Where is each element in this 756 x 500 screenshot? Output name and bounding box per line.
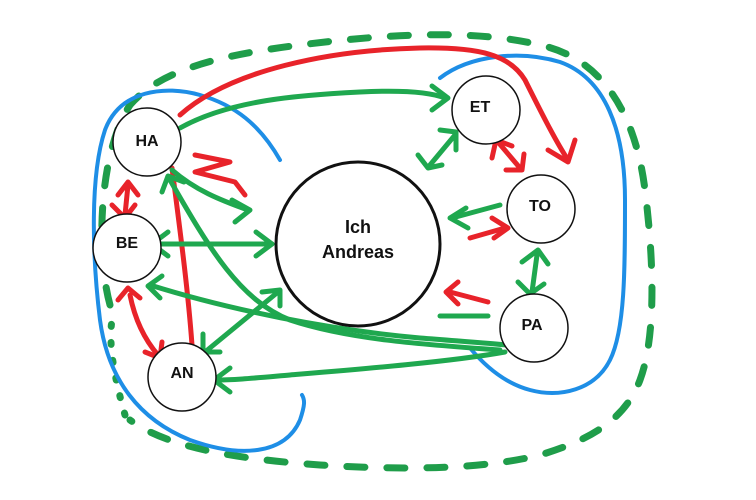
- node-ha: HA: [112, 107, 182, 177]
- red-arrowhead-ha-be-top: [115, 179, 141, 198]
- red-arrow-center-to: [467, 225, 508, 241]
- green-arrowhead-et-side: [437, 127, 459, 153]
- red-arrow-ha-be: [122, 182, 131, 218]
- green-arrowhead-center-from-an: [259, 287, 283, 309]
- green-arrow-et-center: [427, 132, 458, 168]
- green-arrowhead-center-from-ha: [229, 197, 253, 225]
- red-arrow-be-an: [127, 292, 161, 358]
- red-arrowhead-be-an-top: [115, 285, 143, 303]
- blue-left-group-outline: [91, 88, 307, 453]
- red-arrow-ha-to: [177, 45, 571, 163]
- green-arrow-center-to: [449, 202, 503, 221]
- node-pa-label: PA: [521, 317, 542, 334]
- red-arrowhead-to: [545, 137, 578, 165]
- green-arrow-be-pa: [147, 282, 518, 349]
- node-center-label-line1: Ich: [345, 217, 371, 237]
- node-center: Ich Andreas: [274, 160, 442, 328]
- green-arrowhead-ha: [159, 173, 187, 195]
- node-et-label: ET: [470, 99, 491, 116]
- red-arrow-et-to: [495, 139, 523, 171]
- red-arrowhead-center-from-pa: [443, 279, 461, 307]
- green-arrowhead-et: [429, 83, 451, 113]
- node-et: ET: [451, 75, 521, 145]
- green-arrow-ha-et: [177, 88, 448, 131]
- green-arrowhead-center-from-et: [415, 152, 445, 171]
- green-arrow-to-pa: [529, 252, 540, 295]
- node-be-label: BE: [116, 235, 139, 252]
- red-zigzag-ha: [192, 152, 248, 198]
- red-arrowhead-to-from-center: [489, 215, 511, 241]
- node-pa: PA: [499, 293, 569, 363]
- red-arrowhead-to-from-et: [503, 151, 527, 173]
- node-be: BE: [92, 213, 162, 283]
- red-arrow-pa-center: [447, 289, 491, 305]
- node-center-label-line2: Andreas: [322, 242, 394, 262]
- node-an-label: AN: [170, 365, 193, 382]
- green-arrowhead-center-side: [253, 229, 275, 259]
- green-arrowhead-be: [145, 273, 165, 301]
- green-arrowhead-to-side: [519, 247, 551, 267]
- node-to-label: TO: [529, 198, 551, 215]
- green-arrow-an-center: [202, 289, 281, 355]
- node-ha-label: HA: [135, 133, 159, 150]
- outer-dashed-boundary: [98, 31, 656, 472]
- node-an: AN: [147, 342, 217, 412]
- green-arrow-pa-an: [212, 349, 508, 383]
- red-arrow-ha-an: [169, 165, 195, 348]
- green-arrowhead-center-from-to: [447, 205, 471, 231]
- blue-right-group-outline: [438, 53, 627, 395]
- node-to: TO: [506, 174, 576, 244]
